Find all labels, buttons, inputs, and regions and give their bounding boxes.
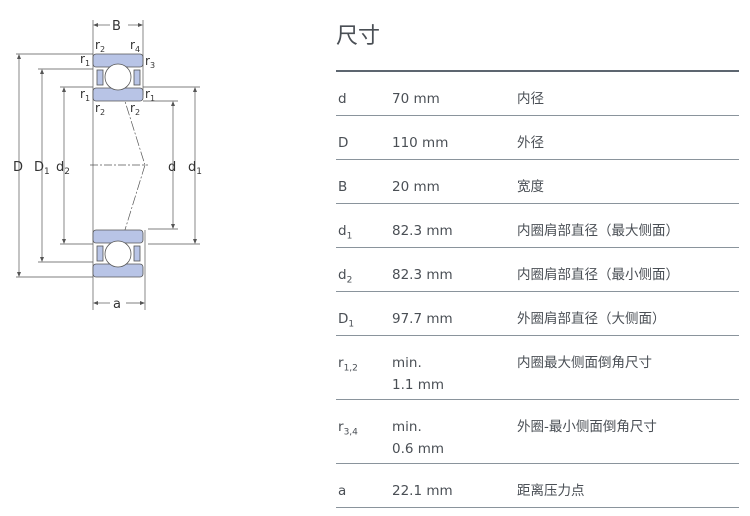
symbol: d1 <box>338 223 353 242</box>
description: 外径 <box>517 135 544 151</box>
label-r1-right: r1 <box>145 87 155 103</box>
table-row: B 20 mm 宽度 <box>336 160 739 204</box>
page-title: 尺寸 <box>336 24 381 49</box>
description: 距离压力点 <box>517 483 585 499</box>
value: 82.3 mm <box>392 223 453 239</box>
table-row: a 22.1 mm 距离压力点 <box>336 464 739 508</box>
value: 22.1 mm <box>392 483 453 499</box>
label-d2: d2 <box>56 160 70 177</box>
value: 20 mm <box>392 179 440 195</box>
value: 70 mm <box>392 91 440 107</box>
symbol: D <box>338 135 349 151</box>
description: 内径 <box>517 91 544 107</box>
table-row: d1 82.3 mm 内圈肩部直径（最大侧面） <box>336 204 739 248</box>
table-row: r1,2 min.1.1 mm 内圈最大侧面倒角尺寸 <box>336 336 739 400</box>
symbol: D1 <box>338 311 355 330</box>
label-r3: r3 <box>145 54 155 70</box>
symbol: B <box>338 179 348 195</box>
value: min.1.1 mm <box>392 355 445 393</box>
value: min.0.6 mm <box>392 419 445 457</box>
label-d1: d1 <box>188 160 202 177</box>
label-r2-left: r2 <box>95 101 105 117</box>
label-r4: r4 <box>130 38 140 54</box>
dimensions-table: d 70 mm 内径 D 110 mm 外径 B 20 mm 宽度 d1 82.3 mm 内圈肩… <box>336 70 739 508</box>
label-d: d <box>168 160 176 175</box>
table-row: r3,4 min.0.6 mm 外圈-最小侧面倒角尺寸 <box>336 400 739 464</box>
label-r2-top-left: r2 <box>95 38 105 54</box>
description: 外圈肩部直径（大侧面） <box>517 311 666 327</box>
value: 97.7 mm <box>392 311 453 327</box>
label-r1-left: r1 <box>80 87 90 103</box>
label-r2-right: r2 <box>130 101 140 117</box>
value: 110 mm <box>392 135 449 151</box>
symbol: a <box>338 483 347 499</box>
label-D: D <box>13 160 23 175</box>
symbol: r3,4 <box>338 419 358 438</box>
symbol: r1,2 <box>338 355 358 374</box>
label-r1-top: r1 <box>80 52 90 68</box>
value: 82.3 mm <box>392 267 453 283</box>
label-B: B <box>112 19 121 34</box>
description: 外圈-最小侧面倒角尺寸 <box>517 419 657 435</box>
description: 内圈最大侧面倒角尺寸 <box>517 355 652 371</box>
symbol: d <box>338 91 347 107</box>
table-row: D1 97.7 mm 外圈肩部直径（大侧面） <box>336 292 739 336</box>
label-D1: D1 <box>34 160 50 177</box>
symbol: d2 <box>338 267 353 286</box>
table-row: d 70 mm 内径 <box>336 72 739 116</box>
bearing-dimension-diagram: B a D D1 d2 d d1 r2 r4 r1 r3 r1 r1 r2 r2 <box>13 19 202 312</box>
label-a: a <box>113 297 121 312</box>
table-row: d2 82.3 mm 内圈肩部直径（最小侧面） <box>336 248 739 292</box>
description: 宽度 <box>517 179 544 195</box>
description: 内圈肩部直径（最小侧面） <box>517 267 679 283</box>
description: 内圈肩部直径（最大侧面） <box>517 223 679 239</box>
table-row: D 110 mm 外径 <box>336 116 739 160</box>
